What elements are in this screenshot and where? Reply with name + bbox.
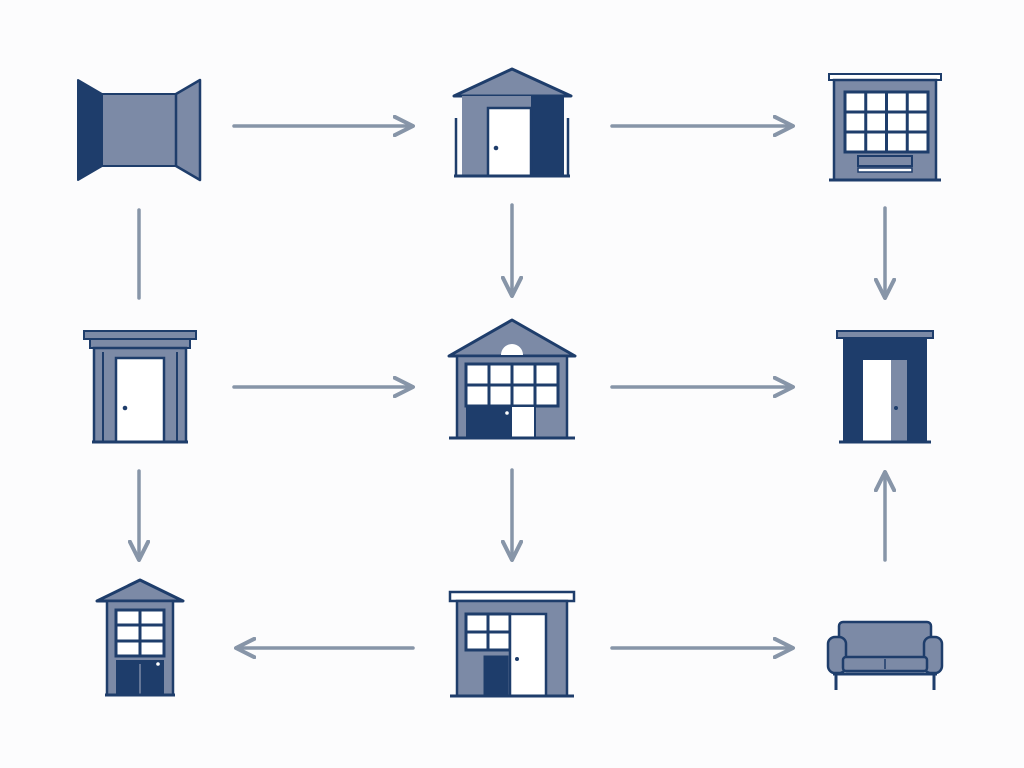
window-building-bench-icon bbox=[828, 73, 942, 182]
columned-door-frame-icon bbox=[83, 330, 197, 444]
sofa-icon bbox=[826, 620, 944, 690]
small-house-windows-icon bbox=[95, 578, 185, 697]
dark-doorway-icon bbox=[836, 330, 934, 444]
storefront-icon bbox=[448, 590, 576, 698]
open-doorway-icon bbox=[77, 78, 202, 182]
house-windows-icon bbox=[447, 318, 577, 440]
gabled-house-door-icon bbox=[452, 67, 573, 178]
